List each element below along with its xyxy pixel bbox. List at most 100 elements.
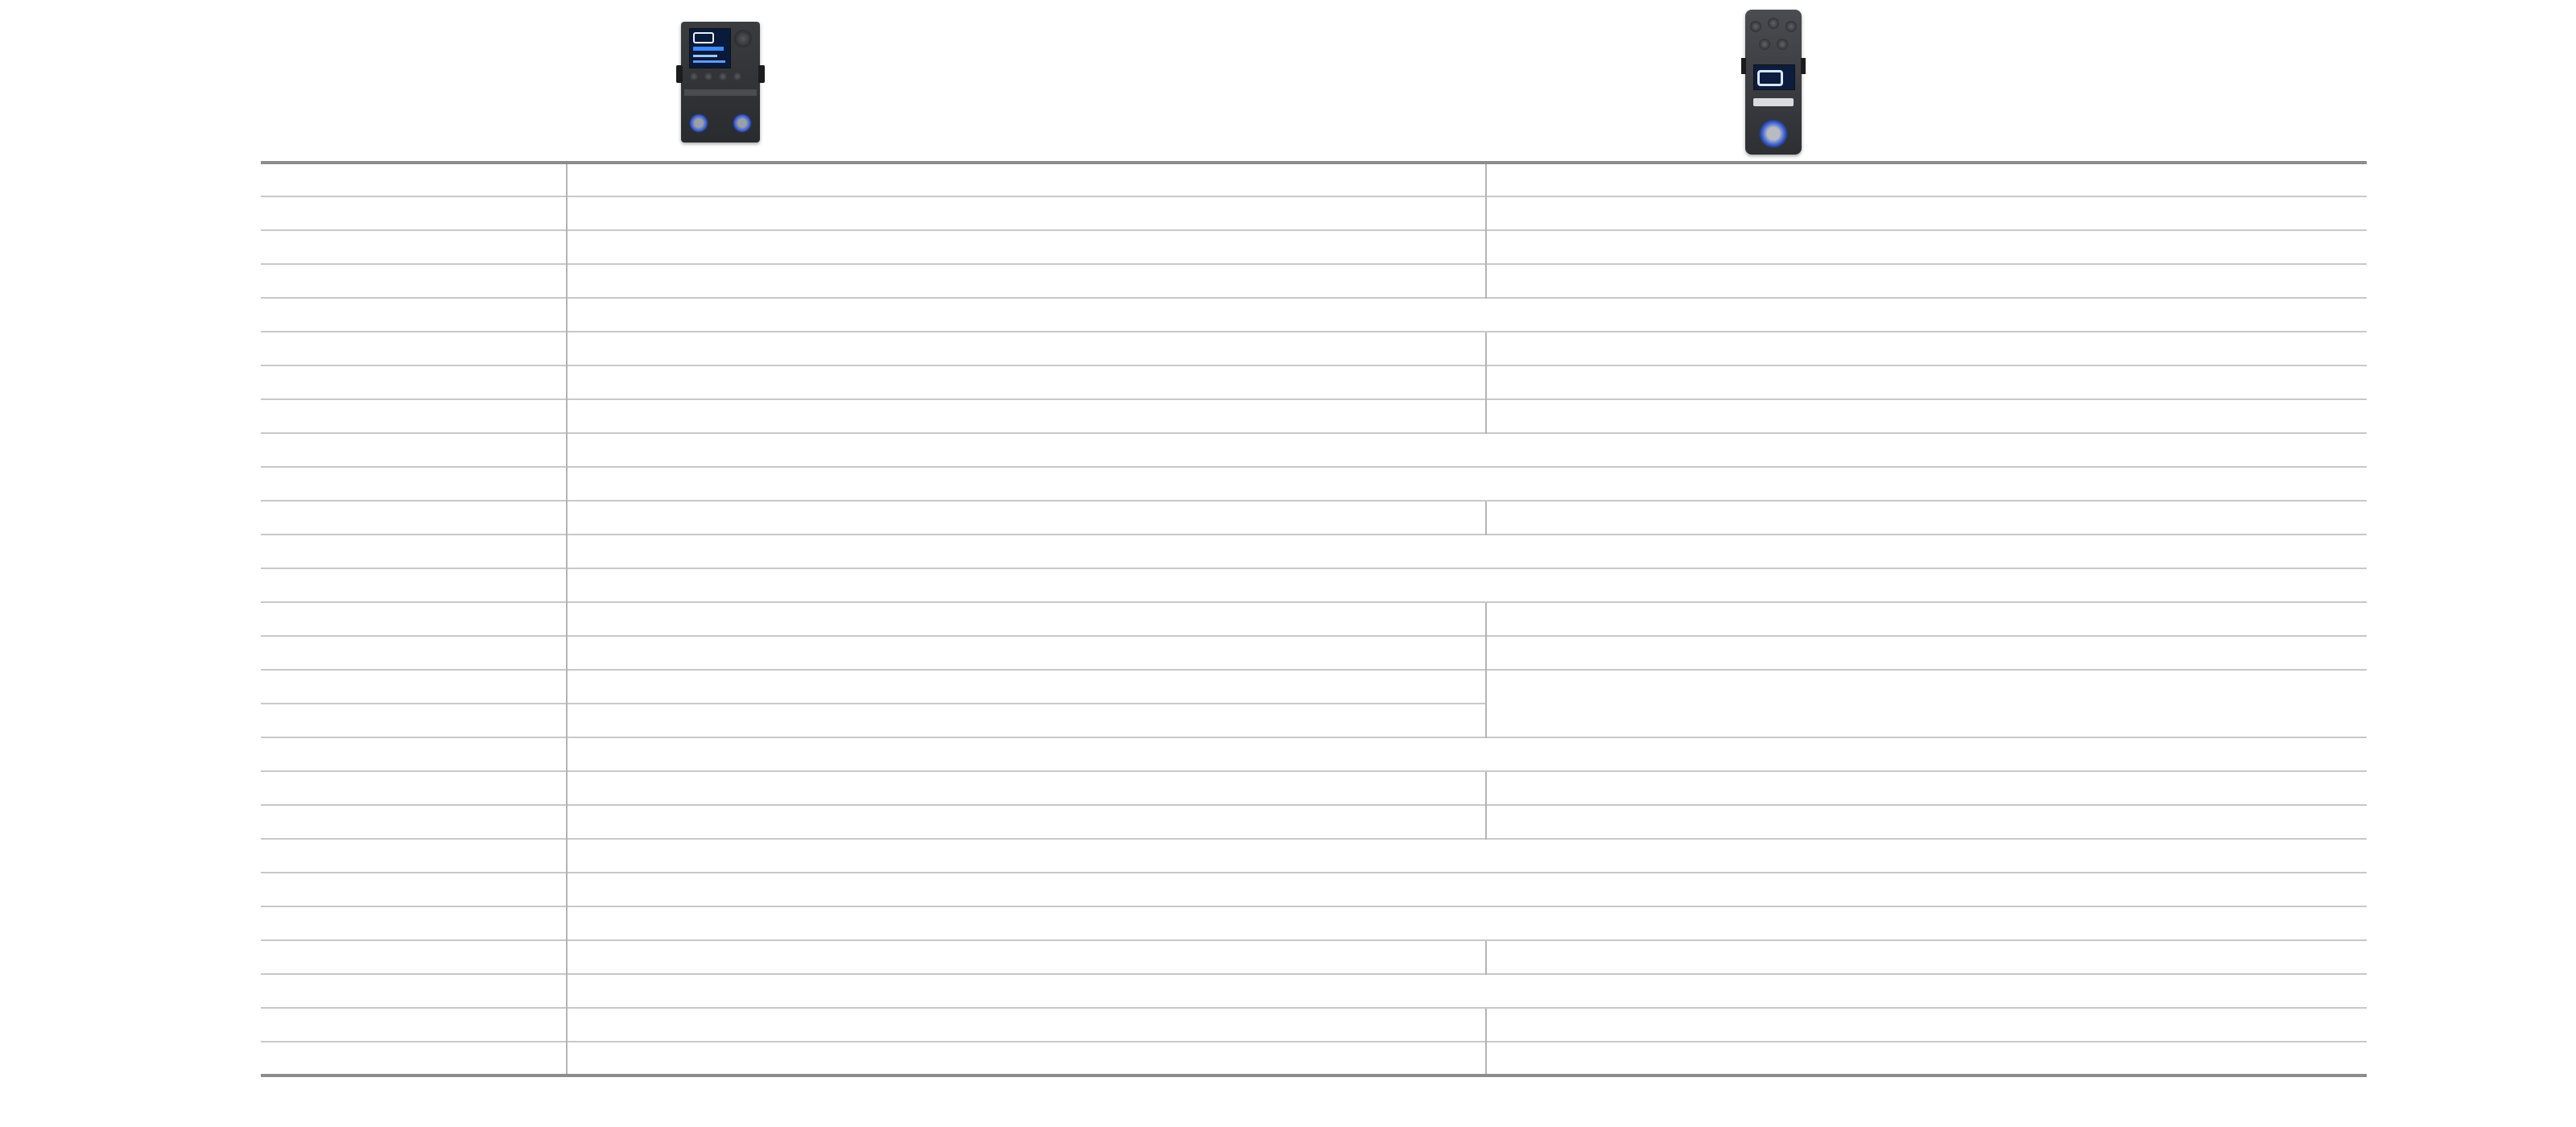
spec-value-a [566, 770, 1486, 805]
right-jack [1801, 58, 1806, 74]
table-row [261, 297, 2367, 332]
product-column-a [261, 0, 1180, 161]
left-jack [1741, 58, 1746, 74]
spec-label [261, 939, 567, 974]
spec-label [261, 804, 567, 839]
spec-label [261, 838, 567, 873]
spec-value-shared [566, 432, 2367, 467]
spec-label [261, 365, 567, 399]
product-header [261, 0, 2367, 161]
table-row [261, 737, 2367, 771]
spec-label [261, 973, 567, 1008]
spec-value-b [1485, 398, 2367, 433]
product-column-b [1180, 0, 2367, 161]
spec-value-b [1485, 229, 2367, 264]
spec-label [261, 601, 567, 636]
spec-value-a [566, 703, 1486, 737]
spec-label [261, 1007, 567, 1042]
display-digits [1757, 70, 1783, 86]
spec-label [261, 703, 567, 737]
spec-label [261, 263, 567, 298]
spec-value-a [566, 669, 1486, 704]
table-row [261, 1007, 2367, 1042]
spec-value-b [1485, 331, 2367, 365]
spec-value-b [1485, 1007, 2367, 1042]
spec-label [261, 635, 567, 670]
table-row [261, 196, 2367, 230]
spec-value-b [1485, 804, 2367, 839]
spec-value-a [566, 331, 1486, 365]
table-row [261, 838, 2367, 873]
spec-value-a [566, 500, 1486, 535]
spec-value-b [1485, 939, 2367, 974]
spec-value-a [566, 196, 1486, 230]
table-row [261, 365, 2367, 399]
small-knob [733, 72, 742, 81]
small-knob [718, 72, 728, 81]
table-row [261, 161, 2367, 196]
table-row [261, 331, 2367, 365]
table-row [261, 398, 2367, 433]
table-row [261, 500, 2367, 535]
pedal-stereo-icon [676, 22, 765, 142]
table-row [261, 906, 2367, 940]
spec-label [261, 1041, 567, 1077]
spec-value-b [1485, 1041, 2367, 1077]
spec-label [261, 229, 567, 264]
table-row [261, 804, 2367, 839]
spec-label [261, 466, 567, 501]
spec-value-shared [566, 906, 2367, 940]
spec-value-shared [566, 838, 2367, 873]
spec-label [261, 500, 567, 535]
small-knob [1777, 39, 1788, 50]
table-row [261, 635, 2367, 670]
spec-label [261, 297, 567, 332]
table-row [261, 669, 2367, 737]
spec-value-a [566, 398, 1486, 433]
display-digits [693, 32, 714, 43]
spec-value-a [566, 1041, 1486, 1077]
footswitch [733, 114, 752, 133]
table-row [261, 939, 2367, 974]
spec-value-shared [566, 973, 2367, 1008]
right-jack [758, 65, 765, 83]
table-row [261, 872, 2367, 906]
spec-value-shared [566, 568, 2367, 602]
footswitch [1759, 119, 1788, 148]
spec-value-b [1485, 196, 2367, 230]
pedal-display [1753, 64, 1795, 90]
spec-comparison-table [261, 161, 2367, 1077]
spec-value-b [1485, 161, 2367, 196]
pedal-mini-icon [1741, 10, 1806, 155]
spec-value-a [566, 365, 1486, 399]
spec-value-b [1485, 263, 2367, 298]
spec-label [261, 669, 567, 704]
table-row [261, 973, 2367, 1008]
spec-value-a [566, 635, 1486, 670]
spec-value-b [1485, 635, 2367, 670]
small-knob [689, 72, 699, 81]
spec-value-shared [566, 534, 2367, 568]
small-knob [704, 72, 713, 81]
table-row [261, 770, 2367, 805]
spec-label [261, 770, 567, 805]
spec-label [261, 432, 567, 467]
spec-value-shared [566, 872, 2367, 906]
small-knob [1759, 39, 1770, 50]
pedal-divider [684, 89, 757, 96]
table-row [261, 432, 2367, 467]
footswitch [689, 114, 708, 133]
small-knob [1785, 21, 1797, 32]
pedal-display [689, 28, 731, 68]
spec-value-a [566, 161, 1486, 196]
spec-value-a [566, 601, 1486, 636]
spec-value-a [566, 804, 1486, 839]
spec-label [261, 906, 567, 940]
table-row [261, 466, 2367, 501]
table-row [261, 1041, 2367, 1077]
spec-value-b [1485, 770, 2367, 805]
left-jack [676, 65, 683, 83]
small-knob [1768, 18, 1779, 29]
table-row [261, 534, 2367, 568]
pedal-logo [1753, 98, 1794, 106]
